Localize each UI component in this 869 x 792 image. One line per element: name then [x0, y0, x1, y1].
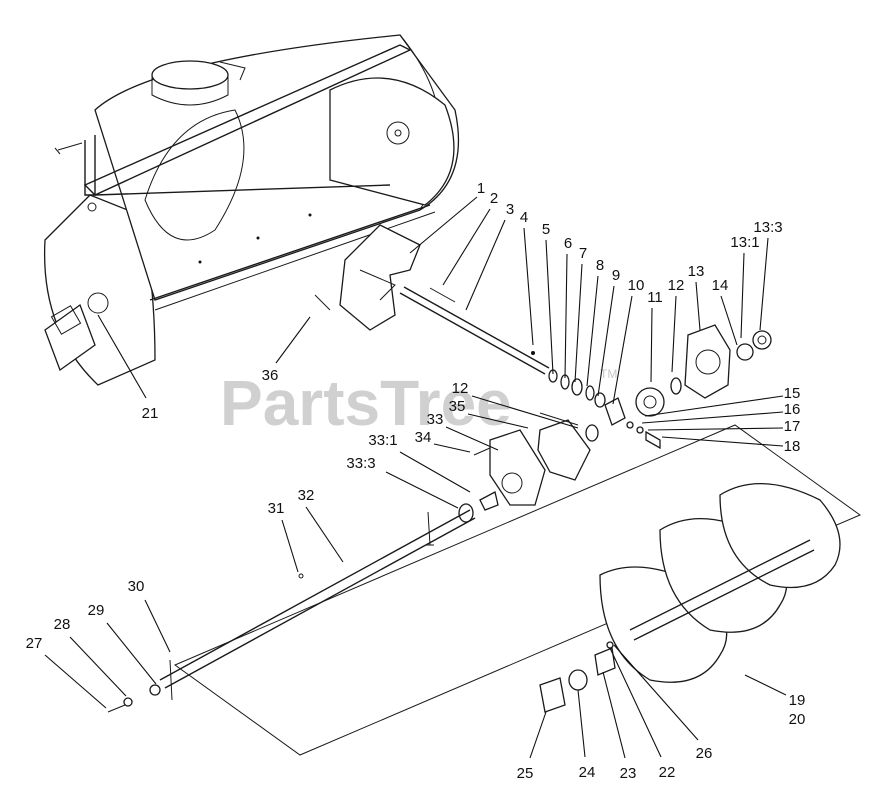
leader-line [69, 636, 127, 697]
callout-label: 9 [612, 267, 620, 284]
end-parts [107, 684, 161, 713]
gearbox-right [684, 324, 772, 399]
watermark-text: PartsTree [220, 367, 512, 439]
gear-bracket [314, 224, 421, 331]
callout-label: 17 [784, 418, 801, 435]
callout-label: 5 [542, 221, 550, 238]
callout-label: 33 [427, 411, 444, 428]
leader-line [612, 295, 633, 405]
watermark-tm: TM [600, 367, 617, 381]
leader-line [720, 295, 738, 346]
callout-label: 13 [688, 263, 705, 280]
callout-label: 34 [415, 429, 432, 446]
leader-line [471, 395, 579, 429]
leader-line [740, 252, 745, 339]
leader-line [442, 208, 491, 286]
leader-line [644, 395, 784, 417]
callout-label: 28 [54, 616, 71, 633]
leader-line [97, 314, 147, 399]
leader-line [445, 426, 499, 451]
leader-line [467, 413, 529, 429]
gearbox-left [458, 412, 591, 523]
leader-line [305, 506, 344, 563]
leader-line [523, 227, 534, 346]
leader-line [613, 644, 699, 741]
leader-line [44, 654, 107, 709]
leader-line [744, 674, 787, 696]
leader-line [586, 275, 599, 387]
leader-line [529, 711, 547, 759]
callout-label: 12 [452, 380, 469, 397]
leader-line [409, 196, 478, 254]
callout-label: 7 [579, 245, 587, 262]
leader-line [545, 239, 554, 375]
leader-line [641, 411, 784, 424]
callout-label: 4 [520, 209, 528, 226]
callout-label: 31 [268, 500, 285, 517]
callout-label: 33:1 [368, 432, 397, 449]
callout-label: 30 [128, 578, 145, 595]
callout-label: 1 [477, 180, 485, 197]
leader-line [281, 519, 299, 573]
auger-assembly [173, 424, 862, 756]
callout-label: 10 [628, 277, 645, 294]
leader-line [106, 622, 157, 685]
leader-line [574, 263, 583, 383]
callout-label: 18 [784, 438, 801, 455]
callout-label: 8 [596, 257, 604, 274]
upper-shaft [399, 286, 550, 375]
leader-line [650, 307, 653, 383]
callout-label: 32 [298, 487, 315, 504]
callout-label: 29 [88, 602, 105, 619]
callout-label: 16 [784, 401, 801, 418]
callout-label: 36 [262, 367, 279, 384]
callout-label: 27 [26, 635, 43, 652]
callout-label: 6 [564, 235, 572, 252]
leader-line [144, 599, 171, 653]
callout-label: 13:3 [753, 219, 782, 236]
leader-line [759, 237, 769, 331]
callout-label: 19 [789, 692, 806, 709]
callout-label: 12 [668, 277, 685, 294]
leader-line [695, 281, 701, 331]
callout-label: 3 [506, 201, 514, 218]
callout-label: 25 [517, 765, 534, 782]
leader-line [597, 285, 615, 397]
watermark: PartsTree TM [220, 367, 617, 439]
leader-line [609, 647, 662, 758]
callout-label: 33:3 [346, 455, 375, 472]
leader-line [399, 451, 471, 493]
callout-label: 22 [659, 764, 676, 781]
callout-label: 15 [784, 385, 801, 402]
auger-shaft [159, 509, 476, 701]
callout-label: 14 [712, 277, 729, 294]
callout-label: 11 [647, 289, 663, 306]
callout-label: 23 [620, 765, 637, 782]
leader-line [564, 253, 568, 379]
leader-line [385, 471, 459, 509]
callout-label: 35 [449, 398, 466, 415]
auger-housing [43, 34, 460, 386]
leader-line [671, 295, 677, 373]
leader-line [275, 316, 311, 364]
callout-label: 26 [696, 745, 713, 762]
callout-label: 24 [579, 764, 596, 781]
leader-line [647, 427, 784, 431]
leader-line [661, 436, 784, 447]
leader-line [465, 219, 506, 311]
shaft-parts [531, 351, 682, 450]
leader-line [577, 689, 586, 758]
leader-line [433, 443, 471, 453]
callout-label: 21 [142, 405, 159, 422]
callout-label: 20 [789, 711, 806, 728]
callout-label: 13:1 [730, 234, 759, 251]
leader-line [602, 671, 626, 759]
callout-label: 2 [490, 190, 498, 207]
